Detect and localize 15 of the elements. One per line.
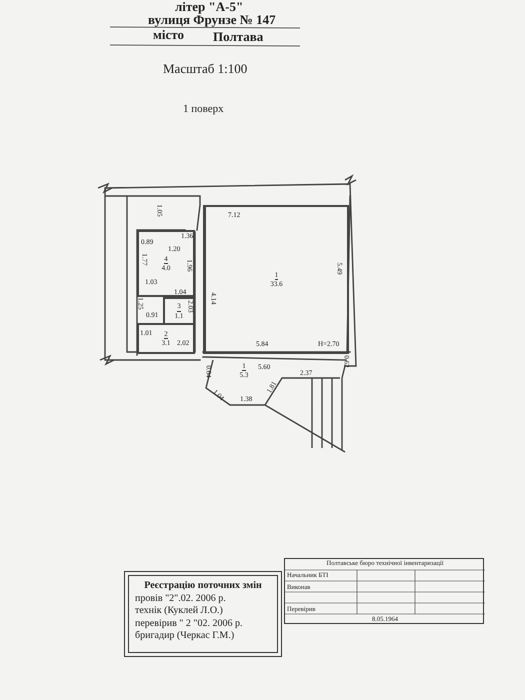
stamp-line: перевірив " 2 "02. 2006 р.	[135, 618, 244, 630]
room	[203, 205, 349, 354]
stamp-heading: Реєстрацію поточних змін	[143, 580, 263, 592]
stamp-line: бригадир (Черкас Г.М.)	[135, 630, 236, 642]
room	[137, 323, 195, 354]
heading-text: Масштаб 1:100	[163, 62, 248, 75]
heading-text: місто	[153, 28, 184, 41]
room	[163, 297, 195, 325]
heading-text: 1 поверх	[183, 104, 224, 115]
room	[137, 230, 195, 297]
stamp-line: технік (Куклей Л.О.)	[135, 605, 224, 618]
heading-text: літер "А-5"	[175, 0, 244, 13]
heading-text: Полтава	[213, 30, 264, 43]
stamp-line: провів "2".02. 2006 р.	[135, 592, 227, 605]
heading-text: вулиця Фрунзе № 147	[148, 13, 276, 26]
